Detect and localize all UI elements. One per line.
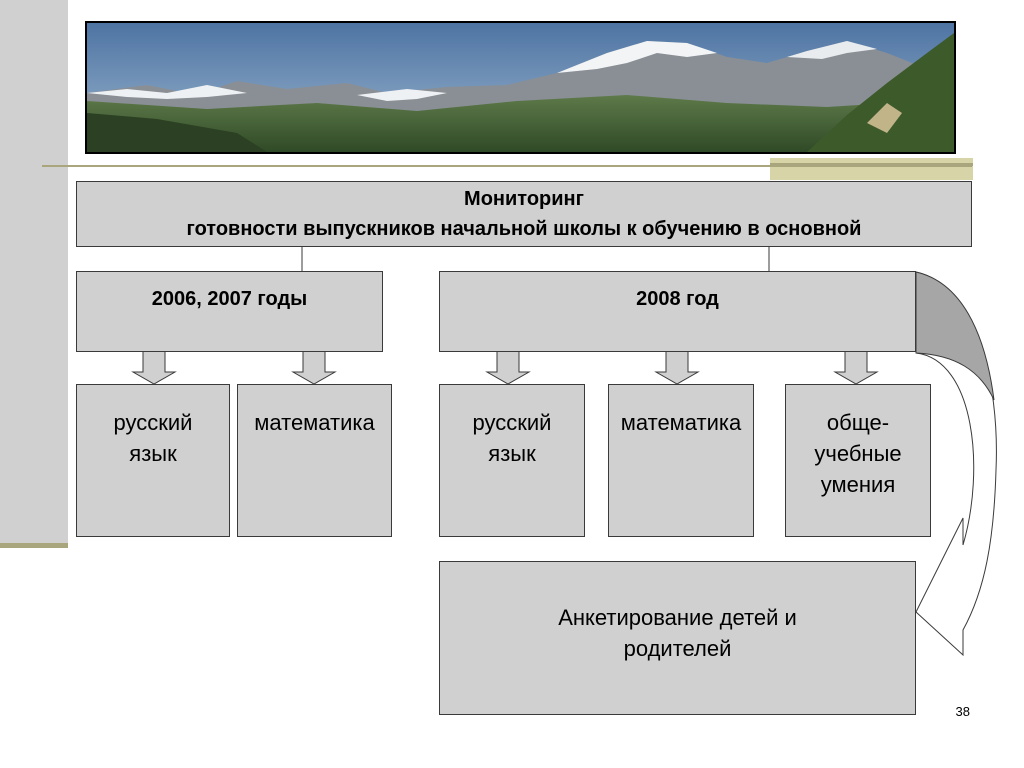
subject-label: русский язык [472, 410, 552, 466]
block-arrow-down-icon [291, 350, 337, 385]
block-arrow-down-icon [833, 350, 879, 385]
curved-arrow-icon [915, 271, 997, 657]
year-label: 2008 год [636, 288, 719, 310]
year-box-2006-2007: 2006, 2007 годы [76, 271, 383, 352]
side-decor-strip [0, 0, 68, 546]
subject-label: обще-учебные умения [814, 410, 902, 497]
block-arrow-down-icon [485, 350, 531, 385]
year-box-2008: 2008 год [439, 271, 916, 352]
subject-label: русский язык [113, 410, 193, 466]
subject-label: математика [254, 410, 375, 435]
block-arrow-down-icon [654, 350, 700, 385]
top-decor-line [42, 165, 972, 167]
subject-box-math-2006: математика [237, 384, 392, 537]
mountain-banner-image [85, 21, 956, 154]
top-decor-accent-line [770, 163, 973, 166]
mountain-landscape-image [87, 23, 954, 152]
subject-box-math-2008: математика [608, 384, 754, 537]
subject-box-general-skills-2008: обще-учебные умения [785, 384, 931, 537]
year-label: 2006, 2007 годы [151, 288, 308, 310]
survey-label: Анкетирование детей и родителей [558, 605, 797, 661]
monitoring-title-line2: готовности выпускников начальной школы к… [186, 218, 862, 240]
monitoring-title-line1: Мониторинг [464, 188, 584, 210]
subject-box-russian-2008: русский язык [439, 384, 585, 537]
subject-box-russian-2006: русский язык [76, 384, 230, 537]
monitoring-title-box: Мониторинг готовности выпускников началь… [76, 181, 972, 247]
block-arrow-down-icon [131, 350, 177, 385]
side-decor-line [0, 543, 68, 548]
survey-box: Анкетирование детей и родителей [439, 561, 916, 715]
subject-label: математика [620, 410, 742, 435]
page-number: 38 [955, 704, 970, 719]
